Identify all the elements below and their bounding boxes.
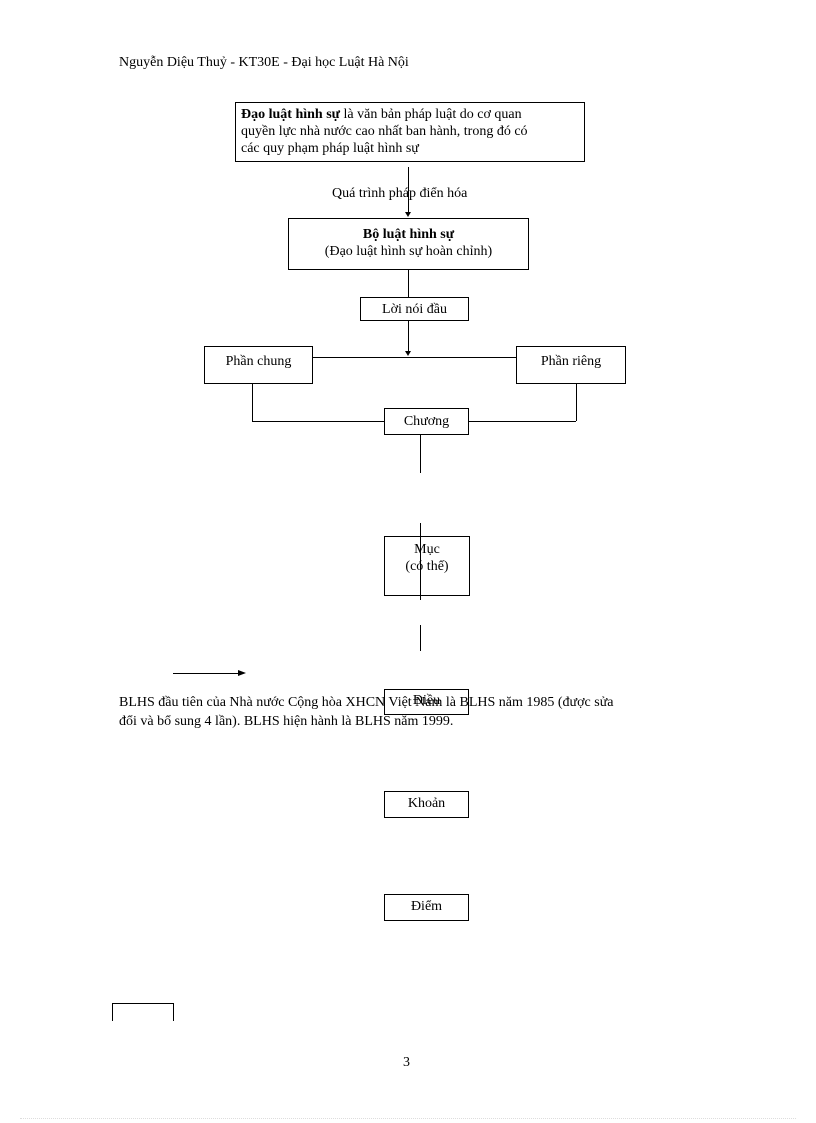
connector-chapter-section [420, 435, 421, 473]
connector-section-article [420, 625, 421, 651]
general-part-label: Phần chung [225, 354, 292, 369]
general-part-box: Phần chung [204, 346, 313, 384]
empty-box-fragment [112, 1003, 174, 1021]
point-label: Điểm [410, 899, 443, 914]
paragraph-line-1: BLHS đầu tiên của Nhà nước Cộng hòa XHCN… [119, 695, 614, 710]
preamble-label: Lời nói đầu [382, 302, 447, 317]
criminal-law-definition-box: Đạo luật hình sự là văn bản pháp luật do… [235, 102, 585, 162]
connector-general-chapter [252, 421, 384, 422]
body-paragraph: BLHS đầu tiên của Nhà nước Cộng hòa XHCN… [119, 693, 719, 731]
section-box: Mục (có thể) [384, 536, 470, 596]
arrow-line [173, 673, 239, 674]
clause-label: Khoản [407, 796, 446, 811]
codification-process-label: Quá trình pháp điển hóa [332, 186, 468, 201]
article-box: Điều [384, 689, 469, 715]
arrow-down-icon [405, 351, 411, 356]
chapter-label: Chương [403, 414, 450, 429]
definition-line-2: quyền lực nhà nước cao nhất ban hành, tr… [241, 124, 528, 139]
page-header: Nguyễn Diệu Thuỷ - KT30E - Đại học Luật … [119, 55, 409, 70]
special-part-box: Phần riêng [516, 346, 626, 384]
criminal-code-title: Bộ luật hình sự [362, 227, 455, 242]
arrow-down-icon [405, 212, 411, 217]
criminal-law-term: Đạo luật hình sự [241, 107, 341, 122]
connector-parts [312, 357, 517, 358]
criminal-code-subtitle: (Đạo luật hình sự hoàn chỉnh) [324, 244, 493, 259]
connector-preamble-parts [408, 321, 409, 353]
definition-line-1: là văn bản pháp luật do cơ quan [340, 107, 522, 122]
preamble-box: Lời nói đầu [360, 297, 469, 321]
connector-codification [408, 167, 409, 215]
section-optional-note: (có thể) [405, 559, 449, 574]
connector-section-inner [420, 523, 421, 600]
page-edge [20, 1118, 796, 1119]
connector-special-down [576, 384, 577, 421]
arrow-right-icon [238, 670, 246, 676]
criminal-code-box: Bộ luật hình sự (Đạo luật hình sự hoàn c… [288, 218, 529, 270]
chapter-box: Chương [384, 408, 469, 435]
clause-box: Khoản [384, 791, 469, 818]
special-part-label: Phần riêng [540, 354, 602, 369]
connector-code-preamble [408, 270, 409, 297]
article-label: Điều [412, 693, 441, 708]
connector-special-chapter [468, 421, 576, 422]
point-box: Điểm [384, 894, 469, 921]
page-number: 3 [403, 1055, 410, 1070]
connector-general-down [252, 384, 253, 421]
definition-line-3: các quy phạm pháp luật hình sự [241, 141, 419, 156]
section-label: Mục [414, 542, 440, 557]
paragraph-line-2: đổi và bổ sung 4 lần). BLHS hiện hành là… [119, 714, 454, 729]
